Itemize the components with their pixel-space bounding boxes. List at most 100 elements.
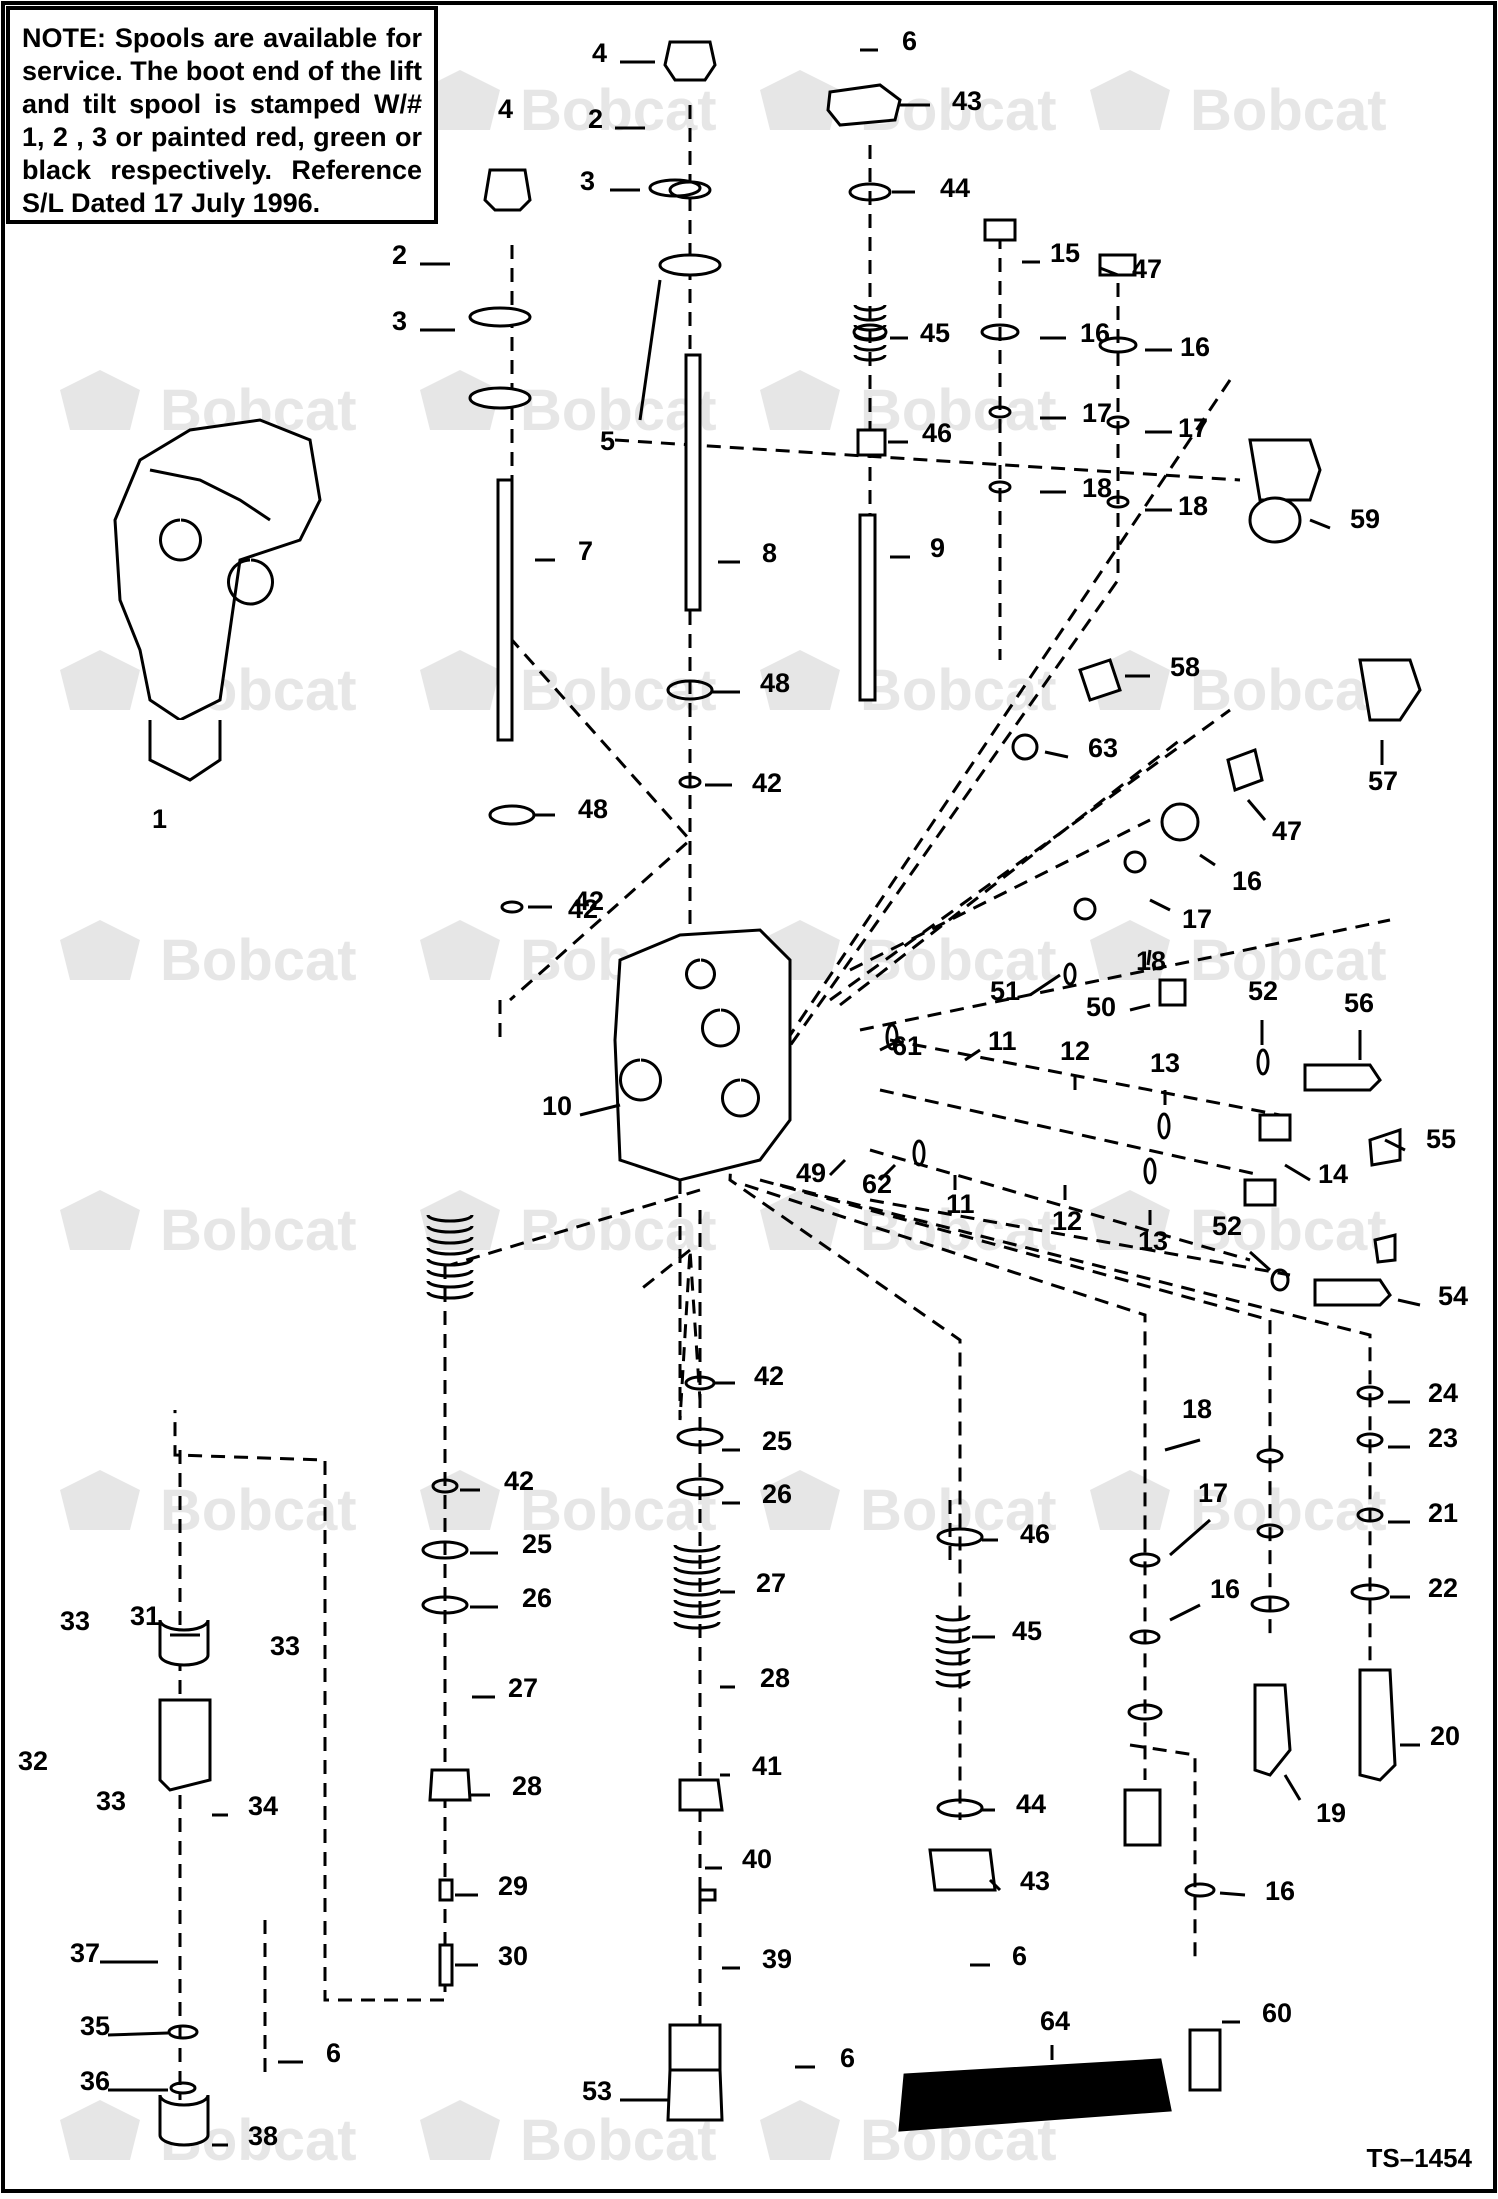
spring-icon xyxy=(426,1225,474,1234)
callout-44: 44 xyxy=(940,173,970,203)
fitting-icon xyxy=(1303,1063,1382,1092)
leader-lines xyxy=(100,48,1421,2147)
o-ring-icon xyxy=(1270,1268,1290,1292)
plug-icon xyxy=(1158,978,1187,1007)
o-ring-icon xyxy=(1356,1507,1384,1523)
callout-17: 17 xyxy=(1082,398,1112,428)
o-ring-icon xyxy=(1063,962,1077,986)
fitting-icon xyxy=(1368,1127,1402,1167)
callout-30: 30 xyxy=(498,1941,528,1971)
leader-line xyxy=(1248,1250,1272,1272)
spring-icon xyxy=(935,1658,971,1666)
coil-icon xyxy=(1248,496,1302,544)
o-ring-icon xyxy=(666,679,714,701)
o-ring-icon xyxy=(500,900,524,914)
leader-line xyxy=(1164,1438,1201,1452)
bobcat-logo-icon xyxy=(760,2100,840,2160)
callout-24: 24 xyxy=(1428,1378,1458,1408)
note-heading: NOTE: xyxy=(22,23,106,53)
dashed-center-line xyxy=(639,1248,691,1292)
spring-icon xyxy=(935,1625,971,1633)
dashed-center-line xyxy=(839,738,1181,1007)
plate-icon xyxy=(468,306,532,328)
leader-line xyxy=(1397,1298,1421,1307)
callout-20: 20 xyxy=(1430,1721,1460,1751)
leader-line xyxy=(988,1878,1002,1892)
callout-56: 56 xyxy=(1344,988,1374,1018)
o-ring-icon xyxy=(1157,1112,1171,1140)
callout-42: 42 xyxy=(754,1361,784,1391)
leader-line xyxy=(1283,1774,1302,1801)
bobcat-logo-icon xyxy=(60,1190,140,1250)
bobcat-logo-icon xyxy=(760,70,840,130)
callout-27: 27 xyxy=(756,1568,786,1598)
callout-34: 34 xyxy=(248,1791,278,1821)
cap-icon xyxy=(483,168,532,212)
callout-52: 52 xyxy=(1212,1211,1242,1241)
callout-5: 5 xyxy=(600,426,615,456)
spring-icon xyxy=(673,1566,721,1575)
plug-icon xyxy=(1243,1178,1277,1207)
callout-18: 18 xyxy=(1136,946,1166,976)
callout-6: 6 xyxy=(326,2038,341,2068)
spool-icon xyxy=(684,353,702,612)
callout-41: 41 xyxy=(752,1751,782,1781)
fitting-icon xyxy=(1226,748,1264,792)
o-ring-icon xyxy=(848,182,892,202)
spring-icon xyxy=(426,1280,474,1289)
o-ring-icon xyxy=(1073,897,1097,921)
bobcat-logo-icon xyxy=(1090,920,1170,980)
dashed-center-line xyxy=(678,1180,702,1421)
dashed-center-line xyxy=(869,1198,1291,1277)
bobcat-logo-icon xyxy=(60,2100,140,2160)
leader-line xyxy=(1309,518,1331,530)
valve-detail-icon xyxy=(149,468,274,606)
plate-icon xyxy=(648,178,702,198)
callout-42: 42 xyxy=(752,768,782,798)
bobcat-logo-icon xyxy=(60,920,140,980)
solenoid-icon xyxy=(1358,658,1422,722)
o-ring-icon xyxy=(1129,1629,1161,1645)
spring-icon xyxy=(935,1614,971,1622)
callout-25: 25 xyxy=(522,1529,552,1559)
spring-icon xyxy=(673,1544,721,1553)
callout-16: 16 xyxy=(1180,332,1210,362)
spool-icon xyxy=(858,513,877,702)
bobcat-watermark: Bobcat xyxy=(520,1198,717,1263)
leader-line xyxy=(107,2031,169,2037)
bobcat-watermark: Bobcat xyxy=(860,1478,1057,1543)
bobcat-watermark: Bobcat xyxy=(160,1198,357,1263)
o-ring-icon xyxy=(1127,1703,1163,1721)
bobcat-logo-icon xyxy=(1090,1470,1170,1530)
spring-icon xyxy=(853,354,887,362)
o-ring-icon xyxy=(988,480,1012,494)
spring-icon xyxy=(853,314,887,322)
callout-51: 51 xyxy=(990,976,1020,1006)
callout-43: 43 xyxy=(1020,1866,1050,1896)
valve-port-icon xyxy=(619,958,760,1118)
callout-59: 59 xyxy=(1350,504,1380,534)
bobcat-watermark: Bobcat xyxy=(520,378,717,443)
callout-39: 39 xyxy=(762,1944,792,1974)
o-ring-icon xyxy=(1106,495,1130,509)
o-ring-icon xyxy=(167,2024,199,2040)
o-ring-icon xyxy=(1129,1552,1161,1568)
spring-icon xyxy=(426,1291,474,1300)
bobcat-logo-icon xyxy=(420,2100,500,2160)
callout-22: 22 xyxy=(1428,1573,1458,1603)
bobcat-watermark: Bobcat xyxy=(860,658,1057,723)
callout-2: 2 xyxy=(588,104,603,134)
callout-62: 62 xyxy=(862,1169,892,1199)
cap-icon xyxy=(663,40,717,82)
callout-38: 38 xyxy=(248,2121,278,2151)
callout-46: 46 xyxy=(1020,1519,1050,1549)
callout-27: 27 xyxy=(508,1673,538,1703)
bobcat-logo-icon xyxy=(760,650,840,710)
callout-8: 8 xyxy=(762,538,777,568)
fitting-icon xyxy=(1078,658,1122,702)
bobcat-watermark: Bobcat xyxy=(1190,1478,1387,1543)
callout-42: 42 xyxy=(568,894,598,924)
o-ring-icon xyxy=(676,1427,724,1447)
spring-icon xyxy=(853,304,887,312)
relief-valve-icon xyxy=(1253,1683,1292,1777)
